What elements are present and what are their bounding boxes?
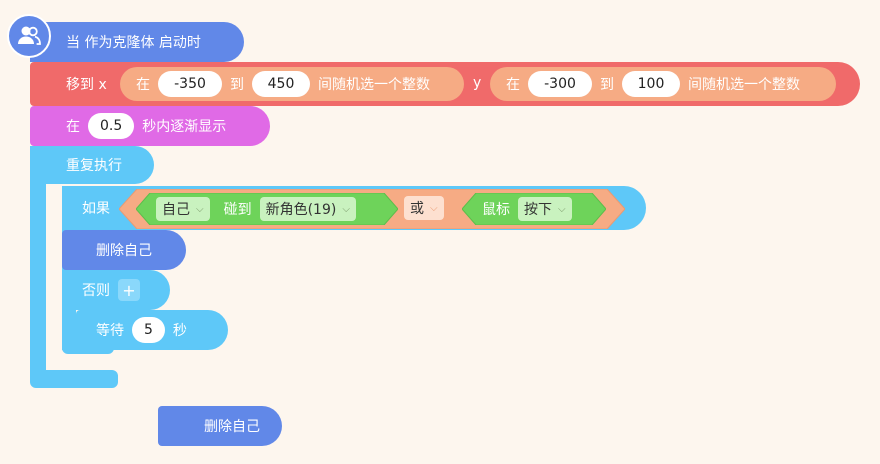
else-block[interactable]: 否则 + (62, 270, 170, 310)
detached-delete-self-block[interactable]: 删除自己 (158, 406, 282, 446)
y-max-input[interactable]: 100 (622, 71, 680, 97)
repeat-block[interactable]: 重复执行 (30, 146, 154, 184)
x-min-input[interactable]: -350 (158, 71, 222, 97)
random-x-suffix: 间随机选一个整数 (318, 77, 430, 93)
wait-block[interactable]: 等待 5 秒 (76, 310, 228, 350)
y-min-input[interactable]: -300 (528, 71, 592, 97)
mouse-state-value: 按下 (524, 202, 552, 218)
operator-dropdown[interactable]: 或 ⌵ (404, 196, 444, 220)
repeat-block-arm (30, 146, 46, 386)
touch-object-value: 新角色(19) (265, 202, 337, 218)
fade-in-block[interactable]: 在 0.5 秒内逐渐显示 (30, 106, 270, 146)
wait-seconds-input[interactable]: 5 (132, 317, 165, 343)
else-label: 否则 (82, 283, 110, 299)
wait-unit: 秒 (172, 323, 187, 339)
fade-suffix: 秒内逐渐显示 (142, 119, 227, 135)
fade-seconds-input[interactable]: 0.5 (88, 113, 135, 139)
operator-value: 或 (410, 201, 424, 217)
fade-prefix: 在 (66, 119, 80, 135)
random-y-suffix: 间随机选一个整数 (688, 77, 800, 93)
delete-self-block[interactable]: 删除自己 (62, 230, 186, 270)
touching-contents: 自己 ⌵ 碰到 新角色(19) ⌵ (156, 196, 356, 222)
chevron-down-icon: ⌵ (558, 203, 566, 215)
users-icon-glyph (18, 26, 41, 45)
random-y-prefix: 在 (506, 77, 520, 93)
move-label: 移到 x (66, 77, 107, 93)
chevron-down-icon: ⌵ (342, 203, 350, 215)
if-label: 如果 (82, 201, 110, 217)
wait-label: 等待 (96, 323, 124, 339)
chevron-down-icon: ⌵ (196, 203, 204, 215)
x-max-input[interactable]: 450 (252, 71, 310, 97)
chevron-down-icon: ⌵ (430, 202, 438, 214)
random-x-prefix: 在 (136, 77, 150, 93)
delete-self-label: 删除自己 (96, 243, 152, 259)
when-clone-starts-block[interactable]: 当 作为克隆体 启动时 (30, 22, 244, 62)
mouse-contents: 鼠标 按下 ⌵ (482, 196, 572, 222)
users-icon (7, 14, 51, 58)
mouse-label: 鼠标 (482, 202, 510, 218)
touch-target-dropdown[interactable]: 自己 ⌵ (156, 197, 210, 221)
random-y-to: 到 (600, 77, 614, 93)
random-x-block[interactable]: 在 -350 到 450 间随机选一个整数 (120, 67, 464, 101)
detached-delete-self-label: 删除自己 (204, 419, 260, 435)
add-else-button[interactable]: + (118, 279, 140, 301)
touch-label: 碰到 (223, 202, 252, 218)
y-label: y (473, 75, 482, 91)
touch-object-dropdown[interactable]: 新角色(19) ⌵ (259, 197, 356, 221)
repeat-label: 重复执行 (66, 158, 122, 174)
mouse-state-dropdown[interactable]: 按下 ⌵ (518, 197, 572, 221)
random-y-block[interactable]: 在 -300 到 100 间随机选一个整数 (490, 67, 836, 101)
random-x-to: 到 (230, 77, 244, 93)
hat-label: 当 作为克隆体 启动时 (66, 35, 201, 51)
repeat-block-foot (30, 370, 118, 388)
touch-target-value: 自己 (162, 202, 190, 218)
